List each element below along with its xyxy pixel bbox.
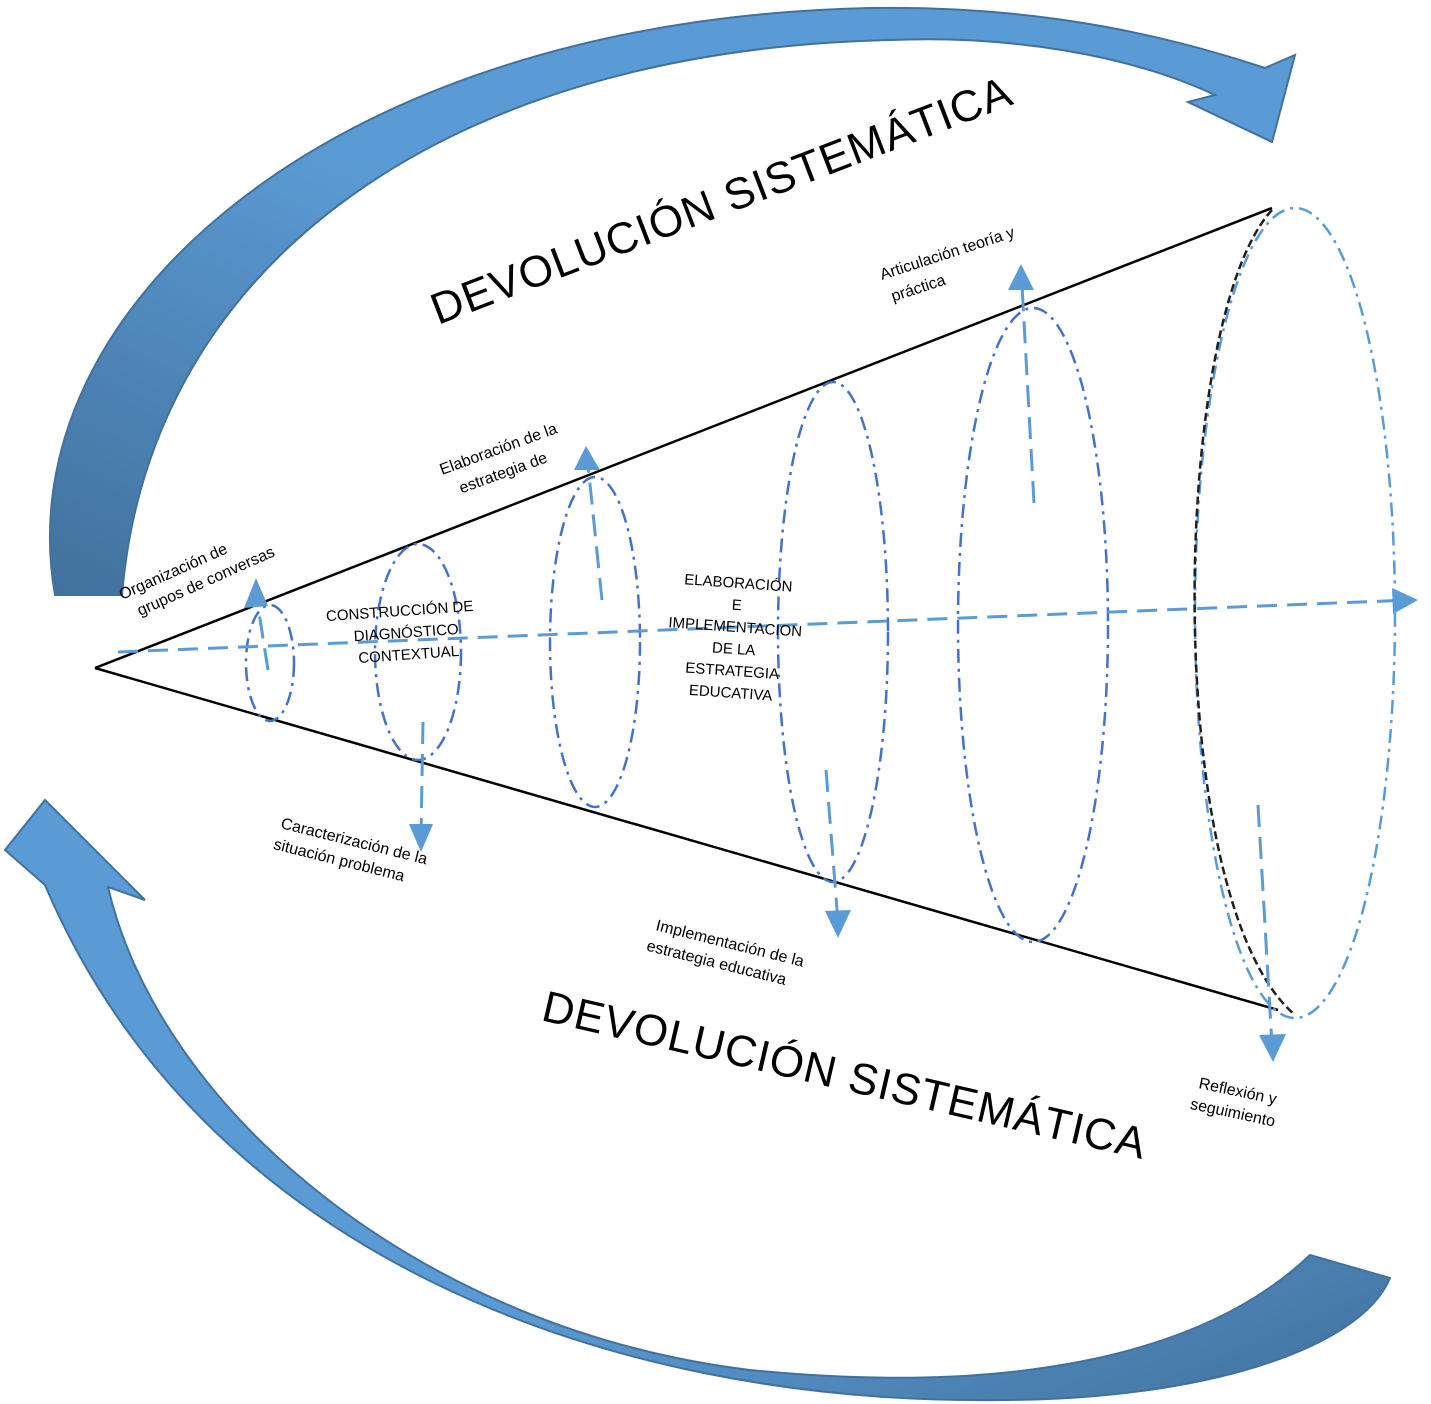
arrow-articulacion bbox=[1020, 284, 1036, 504]
ellipse-4 bbox=[776, 380, 890, 884]
svg-text:DE LA: DE LA bbox=[711, 639, 755, 659]
svg-text:CONTEXTUAL: CONTEXTUAL bbox=[358, 643, 460, 667]
bottom-curved-arrow bbox=[3, 798, 1392, 1402]
arrowhead-elaboracion bbox=[574, 446, 600, 470]
arrowhead-reflexion bbox=[1259, 1034, 1286, 1062]
svg-text:ESTRATEGIA: ESTRATEGIA bbox=[685, 660, 780, 684]
arrow-caracterizacion bbox=[419, 721, 425, 836]
vertical-arrowheads bbox=[244, 264, 1286, 1062]
ellipse-3 bbox=[548, 475, 642, 809]
ellipse-6-outer bbox=[1193, 206, 1397, 1020]
arrow-elaboracion bbox=[586, 464, 604, 601]
arrowhead-organizacion bbox=[244, 578, 268, 608]
top-curved-arrow bbox=[49, 6, 1297, 596]
svg-text:IMPLEMENTACION: IMPLEMENTACION bbox=[668, 614, 803, 640]
label-elaboracion: Elaboración de la estrategia de bbox=[438, 420, 560, 497]
arrowhead-articulacion bbox=[1008, 264, 1034, 290]
ellipse-6-inner-edge bbox=[1193, 209, 1296, 1016]
cone-outline bbox=[94, 206, 1279, 1012]
central-axis-arrowhead bbox=[1392, 588, 1418, 614]
svg-text:DIAGNÓSTICO: DIAGNÓSTICO bbox=[353, 621, 459, 645]
ellipse-5 bbox=[956, 306, 1110, 944]
svg-text:EDUCATIVA: EDUCATIVA bbox=[688, 682, 773, 705]
arrow-organizacion bbox=[255, 599, 270, 671]
label-organizacion: Organización de grupos de conversas bbox=[117, 541, 278, 620]
arrow-reflexion bbox=[1256, 804, 1274, 1046]
arrow-implementacion bbox=[824, 769, 840, 923]
ellipse-2 bbox=[373, 542, 463, 762]
title-bottom: DEVOLUCIÓN SISTEMÁTICA bbox=[538, 982, 1152, 1169]
label-caracterizacion: Caracterización de la situación problema bbox=[272, 815, 429, 885]
central-axis-arrow bbox=[117, 598, 1411, 654]
label-elaboracion-implementacion: ELABORACIÓN E IMPLEMENTACION DE LA ESTRA… bbox=[668, 571, 803, 705]
ellipse-1 bbox=[244, 603, 296, 723]
label-reflexion: Reflexión y seguimiento bbox=[1189, 1075, 1278, 1130]
svg-text:Articulación teoría y: Articulación teoría y bbox=[878, 224, 1017, 284]
vertical-arrows bbox=[255, 284, 1274, 1046]
label-implementacion: Implementación de la estrategia educativ… bbox=[645, 917, 806, 989]
label-articulacion: Articulación teoría y práctica bbox=[878, 224, 1017, 305]
arrowhead-caracterizacion bbox=[409, 824, 433, 852]
cone-ellipses bbox=[244, 206, 1397, 1020]
arrowhead-implementacion bbox=[825, 910, 851, 938]
svg-text:E: E bbox=[731, 597, 742, 615]
label-construccion: CONSTRUCCIÓN DE DIAGNÓSTICO CONTEXTUAL bbox=[326, 598, 474, 667]
svg-text:ELABORACIÓN: ELABORACIÓN bbox=[684, 571, 793, 596]
